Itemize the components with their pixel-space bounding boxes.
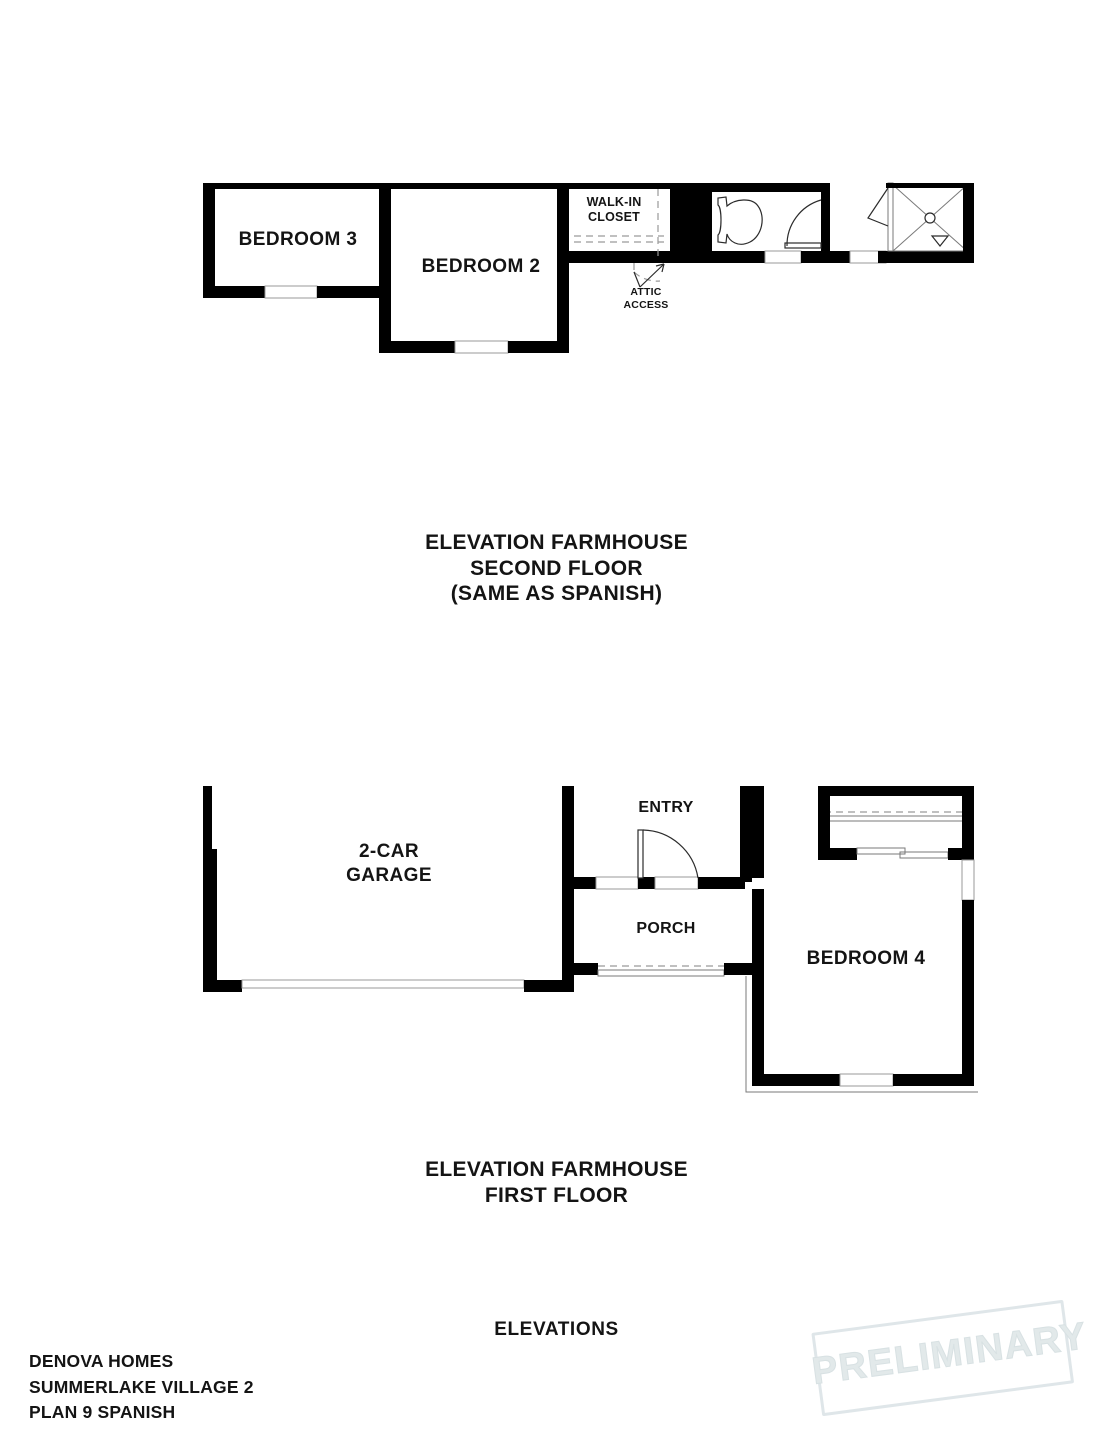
walk-in-closet — [557, 183, 674, 263]
plan-name: PLAN 9 SPANISH — [29, 1402, 176, 1423]
room-label-attic-access-line1: ATTIC — [630, 286, 661, 298]
entry-walls — [562, 786, 752, 890]
bedroom-3-walls — [203, 183, 391, 299]
community-name: SUMMERLAKE VILLAGE 2 — [29, 1376, 254, 1397]
sheet-title: ELEVATIONS — [494, 1319, 619, 1340]
bathroom-walls — [670, 183, 974, 264]
first-floor-caption: ELEVATION FARMHOUSE FIRST FLOOR — [0, 1157, 1113, 1208]
attic-access-symbol — [633, 263, 665, 288]
second-floor-caption-line1: ELEVATION FARMHOUSE — [425, 531, 688, 554]
bedroom-4-walls — [745, 786, 978, 1093]
room-label-bedroom-3: BEDROOM 3 — [239, 229, 358, 250]
bathroom-door-swing — [784, 199, 822, 249]
toilet-fixture — [717, 196, 763, 245]
room-label-attic-access-line2: ACCESS — [624, 299, 669, 311]
first-floor-caption-line2: FIRST FLOOR — [484, 1183, 629, 1207]
entry-door-swing — [637, 829, 699, 879]
room-label-entry: ENTRY — [638, 799, 693, 816]
room-label-bedroom-2: BEDROOM 2 — [422, 256, 541, 277]
room-label-walk-in-closet-line1: WALK-IN — [587, 195, 642, 209]
shower-fixture — [867, 182, 974, 263]
bedroom-2-walls — [379, 183, 569, 354]
room-label-bedroom-4: BEDROOM 4 — [807, 948, 926, 969]
second-floor-caption-line2: SECOND FLOOR — [470, 556, 643, 580]
second-floor-caption-line3: (SAME AS SPANISH) — [450, 582, 663, 606]
garage-walls — [203, 786, 574, 992]
builder-name: DENOVA HOMES — [29, 1351, 174, 1371]
second-floor-caption: ELEVATION FARMHOUSE SECOND FLOOR (SAME A… — [0, 530, 1113, 607]
title-block: DENOVA HOMES SUMMERLAKE VILLAGE 2 PLAN 9… — [29, 1349, 254, 1426]
porch-walls — [562, 963, 762, 979]
room-label-porch: PORCH — [636, 920, 695, 937]
room-label-garage-line2: GARAGE — [346, 865, 432, 886]
room-label-walk-in-closet-line2: CLOSET — [588, 210, 640, 224]
first-floor-caption-line1: ELEVATION FARMHOUSE — [425, 1158, 688, 1181]
second-floor-plan: BEDROOM 3 BEDROOM 2 WALK-IN CLOSET ATTIC… — [203, 182, 974, 354]
first-floor-plan: 2-CAR GARAGE ENTRY PORCH BEDROOM 4 — [203, 786, 978, 1093]
room-label-garage-line1: 2-CAR — [359, 841, 419, 862]
